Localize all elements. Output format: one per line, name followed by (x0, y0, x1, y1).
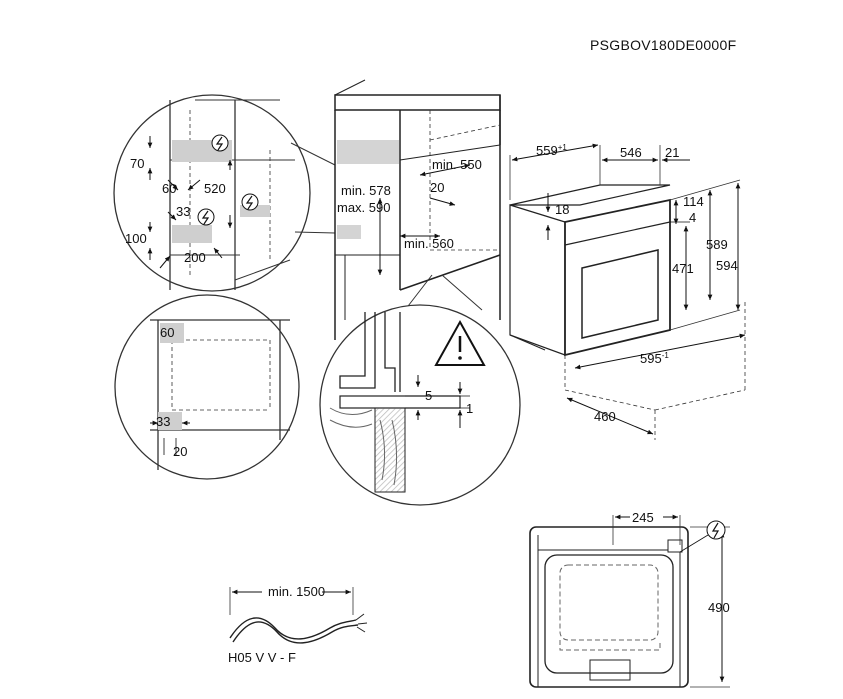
oven-dim-589: 589 (706, 237, 728, 252)
niche-dim-60: 60 (162, 181, 176, 196)
rear-dim-490: 490 (708, 600, 730, 615)
cabinet-min-560: min. 560 (404, 236, 454, 251)
niche-dim-200: 200 (184, 250, 206, 265)
electric-hazard-icon (197, 208, 215, 226)
electric-hazard-icon (211, 134, 229, 152)
oven-dim-595: 595-1 (640, 351, 669, 366)
niche-dim-33: 33 (176, 204, 190, 219)
oven-dim-18: 18 (555, 202, 569, 217)
oven-drawing (509, 143, 746, 440)
rear-dim-245: 245 (632, 510, 654, 525)
oven-rear-view (529, 514, 730, 688)
oven-dim-21: 21 (665, 145, 679, 160)
warning-icon (434, 319, 486, 366)
vent-dim-20: 20 (173, 444, 187, 459)
cabinet-drawing (334, 79, 501, 340)
cabinet-max-590: max. 590 (337, 200, 390, 215)
gap-dim-1: 1 (466, 401, 473, 416)
electric-hazard-icon (241, 193, 259, 211)
gap-detail-circle (319, 274, 521, 506)
oven-dim-460: 460 (594, 409, 616, 424)
vent-detail-circle (114, 294, 300, 480)
oven-dim-559: 559+1 (536, 143, 567, 158)
power-cable-drawing (229, 587, 368, 644)
cable-type: H05 V V - F (228, 650, 296, 665)
product-code: PSGBOV180DE0000F (590, 37, 736, 53)
cabinet-min-578: min. 578 (341, 183, 391, 198)
niche-detail-circle (113, 94, 336, 292)
cabinet-min-550: min. 550 (432, 157, 482, 172)
oven-dim-546: 546 (620, 145, 642, 160)
niche-dim-70: 70 (130, 156, 144, 171)
cable-length: min. 1500 (268, 584, 325, 599)
oven-dim-114: 114 (683, 194, 704, 209)
vent-dim-60: 60 (160, 325, 174, 340)
electric-hazard-icon (706, 520, 726, 540)
cabinet-dim-20: 20 (430, 180, 444, 195)
niche-dim-100: 100 (125, 231, 147, 246)
oven-dim-4: 4 (689, 210, 696, 225)
gap-dim-5: 5 (425, 388, 432, 403)
oven-dim-594: 594 (716, 258, 738, 273)
vent-dim-33: 33 (156, 414, 170, 429)
oven-dim-471: 471 (672, 261, 694, 276)
niche-dim-520: 520 (204, 181, 226, 196)
